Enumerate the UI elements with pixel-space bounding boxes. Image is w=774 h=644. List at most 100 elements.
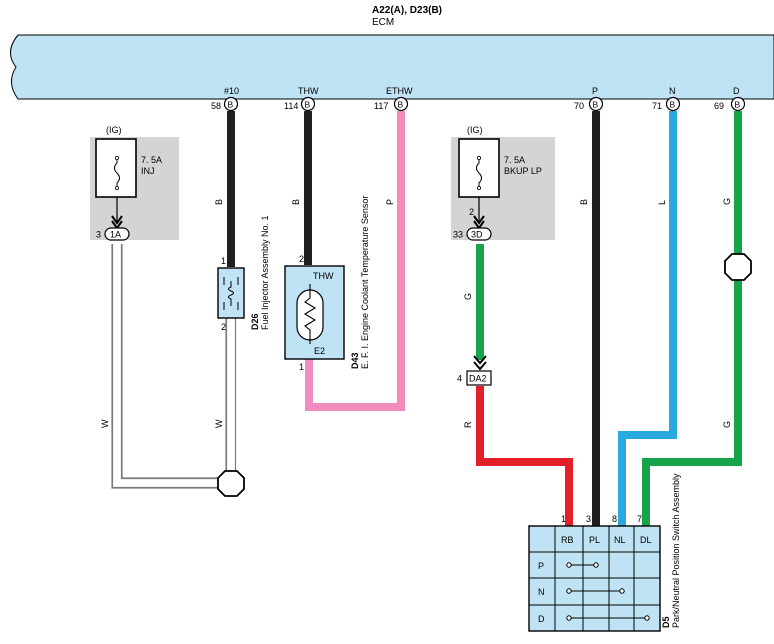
wire-label-inj-supply: W bbox=[100, 419, 110, 428]
sensor-pin-bottom: 1 bbox=[299, 362, 304, 372]
da2-name: DA2 bbox=[469, 374, 487, 384]
fuse-bkup-conn-label: 3D bbox=[471, 230, 483, 240]
wire-label-da2: R bbox=[463, 421, 473, 428]
fuse-inj-dot-top bbox=[115, 155, 120, 160]
wire-white-inj-fill bbox=[112, 244, 231, 488]
wire-pink-ethw bbox=[305, 111, 405, 411]
pin-signal-n: N bbox=[669, 86, 676, 96]
wire-white-inj-outer bbox=[111, 244, 231, 489]
da2-pin: 4 bbox=[457, 374, 462, 384]
pin-marker-114 bbox=[300, 96, 316, 112]
switch-caption: D5 Park/Neutral Position Switch Assembly bbox=[661, 473, 681, 628]
pin-marker-117 bbox=[393, 96, 409, 112]
sensor-caption: D43 E. F. I. Engine Coolant Temperature … bbox=[350, 196, 370, 369]
pin-signal-ethw: ETHW bbox=[386, 86, 413, 96]
pin-signal-10: #10 bbox=[224, 86, 239, 96]
continuity-p-a bbox=[566, 562, 572, 568]
injector-coil-icon bbox=[223, 277, 239, 310]
pin-marker-69 bbox=[730, 96, 746, 112]
sensor-name: E. F. I. Engine Coolant Temperature Sens… bbox=[360, 196, 370, 369]
pin-signal-p: P bbox=[592, 86, 598, 96]
fuse-bkup-conn bbox=[466, 227, 492, 241]
pin-signal-thw: THW bbox=[298, 86, 319, 96]
fuse-bkup-name: BKUP LP bbox=[504, 166, 542, 176]
da2-connector bbox=[466, 370, 492, 386]
ecm-name-label: ECM bbox=[372, 17, 394, 28]
pin-conn-114: B bbox=[305, 100, 311, 110]
wire-white-ret-edge bbox=[225, 318, 237, 479]
continuity-d-a bbox=[566, 615, 572, 621]
pin-number-114: 114 bbox=[284, 101, 298, 111]
switch-table: RB PL NL DL P N D bbox=[528, 525, 661, 632]
pin-signal-d: D bbox=[733, 86, 740, 96]
switch-pin-8: 8 bbox=[612, 514, 617, 524]
wire-blue-n bbox=[618, 111, 677, 526]
switch-table-grid bbox=[529, 526, 660, 631]
sensor-pin-top: 2 bbox=[299, 254, 304, 264]
fuse-inj-name: INJ bbox=[141, 166, 155, 176]
continuity-n-b bbox=[619, 588, 625, 594]
splice-green-d bbox=[724, 253, 752, 281]
da2-arrow-icon bbox=[473, 355, 487, 371]
fuse-bkup-element-icon bbox=[476, 158, 482, 188]
splice-white bbox=[217, 470, 245, 497]
fuse-inj-dot-bottom bbox=[115, 185, 120, 190]
ecm-pin-markers bbox=[223, 96, 746, 112]
wire-label-d-upper: G bbox=[722, 198, 732, 205]
pin-marker-58 bbox=[223, 96, 239, 112]
sensor-code: D43 bbox=[350, 352, 360, 369]
wire-white-inj-edge bbox=[111, 244, 230, 489]
switch-pin-7: 7 bbox=[637, 514, 642, 524]
switch-row-d: D bbox=[538, 614, 545, 624]
switch-col-nl: NL bbox=[614, 535, 626, 545]
injector-pin-bottom: 2 bbox=[221, 322, 226, 332]
sensor-resistor-icon bbox=[303, 284, 317, 344]
continuity-n-a bbox=[566, 588, 572, 594]
fuse-bkup-body bbox=[458, 138, 500, 198]
injector-name: Fuel Injector Assembly No. 1 bbox=[260, 215, 270, 330]
wire-label-n: L bbox=[657, 200, 667, 205]
pin-conn-69: B bbox=[735, 100, 741, 110]
wire-labels: B B P B L G G G R W W bbox=[100, 198, 732, 428]
injector-code: D26 bbox=[250, 313, 260, 330]
switch-pin-1: 1 bbox=[561, 514, 566, 524]
pin-number-71: 71 bbox=[652, 101, 662, 111]
switch-col-rb: RB bbox=[561, 535, 574, 545]
wire-label-d-lower: G bbox=[722, 421, 732, 428]
fuse-bkup-supply: (IG) bbox=[467, 125, 483, 135]
wire-label-inj: B bbox=[214, 199, 224, 205]
injector-body bbox=[217, 267, 245, 319]
wire-label-thw: B bbox=[291, 199, 301, 205]
wire-label-bkup: G bbox=[463, 293, 473, 300]
continuity-p-b bbox=[593, 562, 599, 568]
pin-conn-71: B bbox=[670, 100, 676, 110]
sensor-term-bottom: E2 bbox=[314, 346, 325, 356]
fuse-bkup-rating: 7. 5A bbox=[504, 155, 525, 165]
switch-pin-3: 3 bbox=[586, 514, 591, 524]
switch-row-p: P bbox=[538, 561, 544, 571]
pin-number-58: 58 bbox=[211, 101, 221, 111]
fuse-bkup-top-pin: 2 bbox=[469, 207, 474, 217]
pin-number-70: 70 bbox=[574, 101, 584, 111]
wire-label-ethw: P bbox=[385, 199, 395, 205]
pin-conn-117: B bbox=[398, 100, 404, 110]
fuse-bkup-dot-bottom bbox=[476, 185, 481, 190]
pin-conn-70: B bbox=[593, 100, 599, 110]
switch-name: Park/Neutral Position Switch Assembly bbox=[671, 473, 681, 628]
pin-marker-70 bbox=[588, 96, 604, 112]
switch-col-pl: PL bbox=[589, 535, 600, 545]
wire-label-p: B bbox=[579, 199, 589, 205]
ecm-connectors-label: A22(A), D23(B) bbox=[372, 5, 442, 16]
fuse-bkup-conn-pin: 33 bbox=[453, 230, 463, 240]
pin-number-117: 117 bbox=[374, 101, 388, 111]
ecm-box bbox=[10, 34, 774, 100]
fuse-inj-conn-label: 1A bbox=[110, 230, 121, 240]
wire-label-inj-return: W bbox=[214, 419, 224, 428]
fuse-bkup-dot-top bbox=[476, 155, 481, 160]
injector-caption: D26 Fuel Injector Assembly No. 1 bbox=[250, 215, 270, 330]
switch-code: D5 bbox=[661, 616, 671, 628]
wire-red-da2 bbox=[476, 386, 573, 526]
switch-row-n: N bbox=[538, 587, 545, 597]
wire-green-d bbox=[642, 111, 742, 526]
